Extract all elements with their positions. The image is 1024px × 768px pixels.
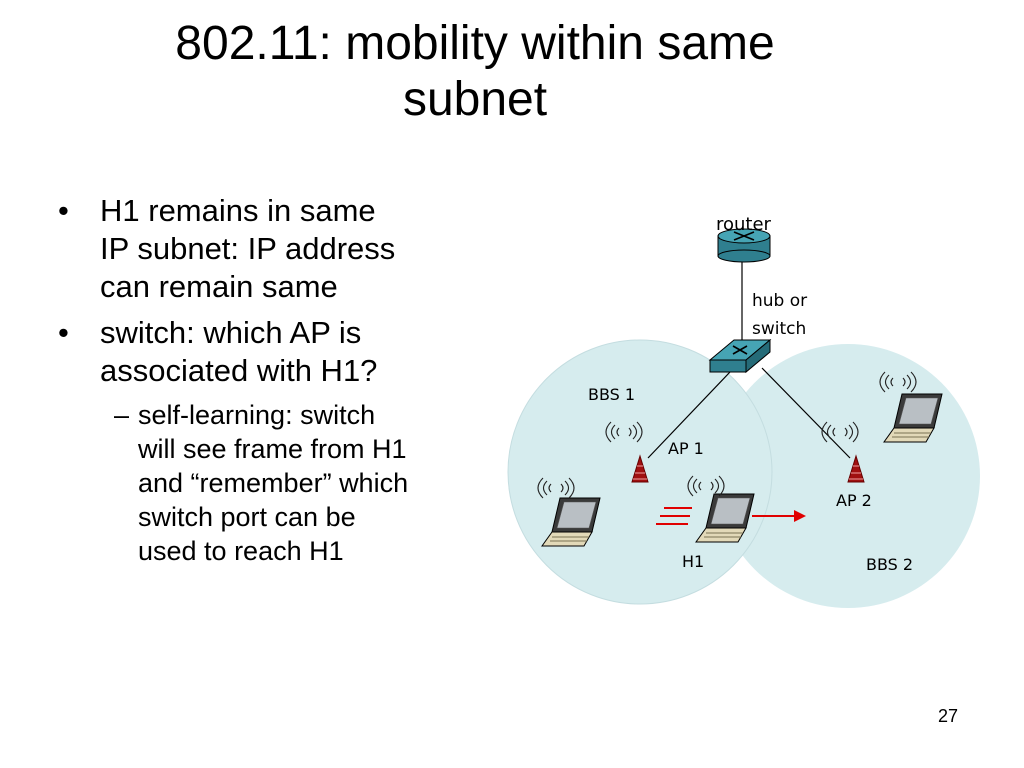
title-line-2: subnet [402, 73, 548, 126]
sub-bullet-line: switch port can be [138, 502, 356, 532]
sub-bullet-line: used to reach H1 [138, 536, 344, 566]
bullet-line: can remain same [100, 269, 338, 304]
bullet-line: IP subnet: IP address [100, 231, 396, 266]
bullet-line: H1 remains in same [100, 193, 376, 228]
h1-label: H1 [682, 552, 704, 571]
bullet-item: • switch: which AP is associated with H1… [58, 314, 498, 390]
title-line-1: 802.11: mobility within same [175, 17, 775, 70]
slide-title: 802.11: mobility within same subnet [80, 16, 870, 128]
sub-bullet-line: self-learning: switch [138, 400, 376, 430]
motion-lines-icon [656, 507, 692, 525]
switch-label-line-2: switch [752, 319, 806, 339]
bullet-item: • H1 remains in same IP subnet: IP addre… [58, 192, 498, 306]
bbs1-label: BBS 1 [588, 385, 635, 404]
router-icon [717, 228, 771, 263]
sub-bullet-line: will see frame from H1 [138, 434, 407, 464]
bbs2-label: BBS 2 [866, 555, 913, 574]
movement-arrow-icon [752, 510, 806, 522]
bullet-line: switch: which AP is [100, 315, 362, 350]
bbs2-cell [716, 344, 980, 608]
bullet-list: • H1 remains in same IP subnet: IP addre… [58, 192, 498, 568]
switch-label-line-1: hub or [752, 291, 807, 311]
switch-icon [708, 338, 772, 374]
ap1-label: AP 1 [668, 439, 704, 458]
sub-bullet-item: – self-learning: switch will see frame f… [58, 398, 498, 568]
ap2-label: AP 2 [836, 491, 872, 510]
bullet-line: associated with H1? [100, 353, 378, 388]
sub-bullet-marker: – [114, 400, 130, 430]
bullet-marker: • [58, 315, 69, 350]
switch-ap1-link [647, 371, 731, 459]
sub-bullet-line: and “remember” which [138, 468, 409, 498]
bbs1-cell-outline [507, 339, 773, 605]
switch-ap2-link [761, 367, 851, 459]
router-label: router [716, 214, 772, 235]
page-number: 27 [938, 706, 959, 726]
bullet-marker: • [58, 193, 69, 228]
